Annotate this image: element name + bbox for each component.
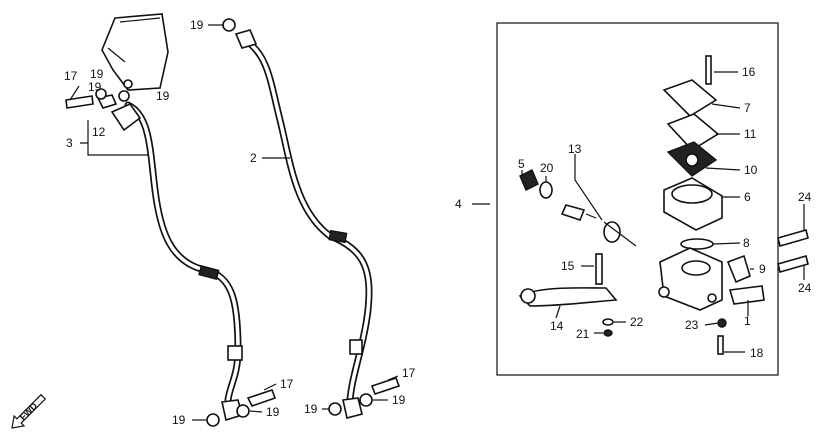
label-7: 7 — [744, 101, 751, 115]
label-15: 15 — [561, 259, 575, 273]
brake-lever-14 — [518, 287, 618, 307]
label-24-bottom: 24 — [798, 281, 812, 295]
label-22: 22 — [630, 315, 644, 329]
label-14: 14 — [550, 319, 564, 333]
label-23: 23 — [685, 318, 699, 332]
label-6: 6 — [744, 190, 751, 204]
hose-2 — [234, 29, 373, 419]
leader-lines — [69, 24, 805, 421]
o-ring-8 — [680, 238, 714, 250]
callout-labels: 19 17 19 19 19 12 3 2 4 16 7 11 10 6 8 9… — [64, 18, 812, 427]
label-3: 3 — [66, 136, 73, 150]
label-5: 5 — [518, 157, 525, 171]
label-12: 12 — [92, 125, 106, 139]
label-13: 13 — [568, 142, 582, 156]
label-18: 18 — [750, 346, 764, 360]
label-9: 9 — [759, 262, 766, 276]
label-4: 4 — [455, 197, 462, 211]
label-19-bn: 19 — [304, 402, 318, 416]
washers-bolts-left — [65, 18, 401, 427]
label-17-right: 17 — [402, 366, 416, 380]
label-19-top: 19 — [190, 18, 204, 32]
label-19-a: 19 — [90, 67, 104, 81]
reservoir-cap-7 — [662, 79, 718, 118]
reservoir-assembly — [96, 13, 169, 109]
clamp-9 — [726, 254, 751, 284]
label-10: 10 — [744, 163, 758, 177]
label-21: 21 — [576, 327, 590, 341]
bolt-17-top — [65, 95, 94, 109]
master-cylinder-assembly — [518, 55, 809, 355]
nut-21 — [603, 329, 613, 337]
bolt-17-right — [370, 376, 401, 396]
label-24-top: 24 — [798, 190, 812, 204]
label-20: 20 — [540, 161, 554, 175]
bolt-24-lower — [777, 255, 809, 273]
label-19-bl: 19 — [172, 413, 186, 427]
hose-3 — [110, 101, 243, 422]
bolt-16 — [705, 55, 712, 85]
label-1: 1 — [744, 314, 751, 328]
label-19-c: 19 — [156, 89, 170, 103]
label-11: 11 — [744, 127, 757, 141]
assembly-frame — [496, 22, 779, 376]
label-19-br: 19 — [392, 393, 406, 407]
reservoir — [101, 13, 169, 91]
label-19-b: 19 — [88, 80, 102, 94]
spring — [603, 221, 621, 243]
switch — [728, 285, 765, 305]
label-19-bm: 19 — [266, 405, 280, 419]
label-16: 16 — [742, 65, 756, 79]
lower-fitting-right — [342, 397, 363, 419]
label-17-top: 17 — [64, 69, 78, 83]
fwd-arrow-icon: FWD — [11, 393, 47, 429]
bolt-24-upper — [777, 229, 809, 247]
nut-23 — [717, 318, 727, 328]
bolt-17-left — [246, 388, 277, 407]
seal-20 — [539, 181, 553, 199]
label-8: 8 — [743, 236, 750, 250]
label-2: 2 — [250, 151, 257, 165]
banjo-fitting-12 — [110, 103, 142, 132]
label-17-left: 17 — [280, 377, 294, 391]
washer-22 — [602, 318, 614, 326]
pivot-bolt-15 — [595, 253, 603, 285]
screw-18 — [717, 335, 724, 355]
piston-5 — [519, 169, 539, 191]
